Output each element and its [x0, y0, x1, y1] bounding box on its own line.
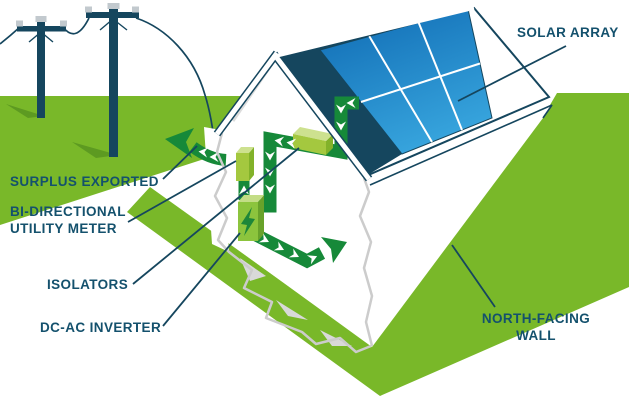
leader-lines — [127, 45, 567, 327]
consumption-arrowhead — [321, 237, 347, 263]
gable-wall-cutaway — [215, 56, 372, 347]
solar-panel-grid — [360, 22, 481, 143]
pole-shadow — [6, 104, 44, 118]
label-utility-meter-line1: BI-DIRECTIONAL — [10, 204, 126, 219]
label-solar-array-text: SOLAR ARRAY — [517, 25, 619, 40]
roof-dark-border — [276, 8, 474, 176]
fascia-bottom-edge — [369, 104, 553, 186]
ridge-highlight — [275, 6, 475, 58]
label-utility-meter: BI-DIRECTIONAL UTILITY METER — [10, 203, 126, 237]
isolator-box — [293, 127, 333, 155]
utility-poles — [0, 3, 217, 157]
utility-pole-small — [16, 16, 67, 118]
inverter-box — [238, 195, 264, 241]
label-utility-meter-line2: UTILITY METER — [10, 221, 117, 236]
label-north-wall-line2: WALL — [516, 328, 556, 343]
label-inverter-text: DC-AC INVERTER — [40, 320, 162, 335]
surplus-export-arrow — [165, 128, 227, 166]
label-solar-array: SOLAR ARRAY — [517, 24, 619, 41]
label-isolators: ISOLATORS — [47, 276, 128, 293]
ground-v-band — [127, 93, 629, 396]
lightning-bolt-icon — [241, 207, 255, 236]
leader-north-wall — [451, 244, 496, 308]
label-inverter: DC-AC INVERTER — [40, 319, 161, 336]
torn-edge-left — [213, 132, 372, 354]
wall-corner-edge — [542, 104, 553, 119]
label-north-wall: NORTH-FACING WALL — [475, 310, 597, 344]
leader-inverter — [162, 232, 241, 327]
leader-utility-meter — [127, 160, 237, 223]
label-north-wall-line1: NORTH-FACING — [481, 311, 591, 326]
pole-shadow — [72, 142, 118, 158]
torn-edge-right — [358, 177, 374, 347]
torn-edges — [213, 132, 374, 354]
insulator-cap — [107, 3, 120, 9]
flow-path-floor — [251, 228, 326, 269]
insulator-cap — [35, 16, 47, 22]
label-surplus-exported: SURPLUS EXPORTED — [10, 173, 159, 190]
insulator-cap — [85, 6, 92, 13]
label-surplus-exported-text: SURPLUS EXPORTED — [10, 174, 159, 189]
insulator-cap — [60, 20, 67, 27]
utility-pole-tall — [85, 3, 139, 157]
export-arrowhead — [165, 128, 194, 158]
energy-flow — [236, 96, 359, 269]
label-isolators-text: ISOLATORS — [47, 277, 129, 292]
solar-panel — [319, 8, 493, 155]
insulator-cap — [16, 20, 23, 27]
leader-isolators — [132, 147, 300, 285]
insulator-cap — [132, 6, 139, 13]
roof-bargeboards — [213, 6, 475, 182]
leader-surplus-exported — [162, 145, 198, 180]
utility-meter-box — [236, 147, 254, 181]
leader-solar-array — [457, 45, 567, 102]
